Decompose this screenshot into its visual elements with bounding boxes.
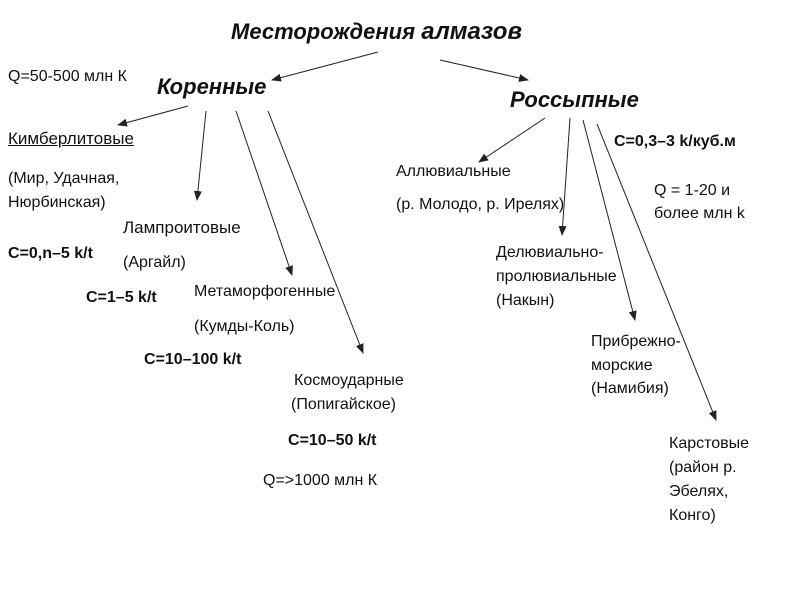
placer-grade: С=0,3–3 k/куб.м <box>614 133 736 150</box>
lamproite-grade: С=1–5 k/t <box>86 289 157 306</box>
page-title: Месторождения алмазов <box>231 18 522 46</box>
title-part2: алмазов <box>421 18 522 45</box>
placer-reserves-line2: более млн k <box>654 205 745 222</box>
kimberlite-label: Кимберлитовые <box>8 129 134 148</box>
coastal-line1: Прибрежно- <box>591 333 681 350</box>
title-part1: Месторождения <box>231 19 422 44</box>
metamorphogenic-label: Метаморфогенные <box>194 283 336 300</box>
arrow-primary-lamproite <box>193 110 207 201</box>
root-reserves: Q=50-500 млн К <box>8 68 127 85</box>
arrow-primary-metamorphogenic <box>235 110 293 276</box>
arrow-primary-impact <box>267 110 364 354</box>
kimberlite-examples-line1: (Мир, Удачная, <box>8 170 120 187</box>
arrow-title-primary <box>271 51 379 82</box>
karst-line4: Конго) <box>669 507 716 524</box>
impact-reserves: Q=>1000 млн К <box>263 472 378 489</box>
alluvial-examples: (р. Молодо, р. Ирелях) <box>396 196 565 213</box>
impact-label: Космоударные <box>294 372 404 389</box>
arrow-placer-karst <box>596 123 717 421</box>
arrow-primary-kimberlite <box>117 105 189 127</box>
arrow-title-placer <box>439 59 529 82</box>
arrow-placer-deluvial <box>558 117 571 236</box>
deluvial-line2: пролювиальные <box>496 268 617 285</box>
lamproite-label: Лампроитовые <box>123 218 241 237</box>
deluvial-line3: (Накын) <box>496 292 555 309</box>
lamproite-examples: (Аргайл) <box>123 254 186 271</box>
karst-line1: Карстовые <box>669 435 750 452</box>
branch-primary: Коренные <box>157 74 267 99</box>
coastal-line3: (Намибия) <box>591 380 669 397</box>
arrow-placer-coastal <box>582 119 637 321</box>
deluvial-line1: Делювиально- <box>496 244 604 261</box>
impact-examples: (Попигайское) <box>291 396 396 413</box>
impact-grade: С=10–50 k/t <box>288 432 377 449</box>
branch-placer: Россыпные <box>510 87 639 112</box>
karst-line3: Эбелях, <box>669 483 729 500</box>
alluvial-label: Аллювиальные <box>396 163 511 180</box>
kimberlite-grade: С=0,n–5 k/t <box>8 245 93 262</box>
placer-reserves-line1: Q = 1-20 и <box>654 182 731 199</box>
karst-line2: (район р. <box>669 459 737 476</box>
metamorphogenic-grade: С=10–100 k/t <box>144 351 242 368</box>
kimberlite-examples-line2: Нюрбинская) <box>8 194 106 211</box>
coastal-line2: морские <box>591 357 653 374</box>
metamorphogenic-examples: (Кумды-Коль) <box>194 318 295 335</box>
arrow-placer-alluvial <box>478 117 546 163</box>
